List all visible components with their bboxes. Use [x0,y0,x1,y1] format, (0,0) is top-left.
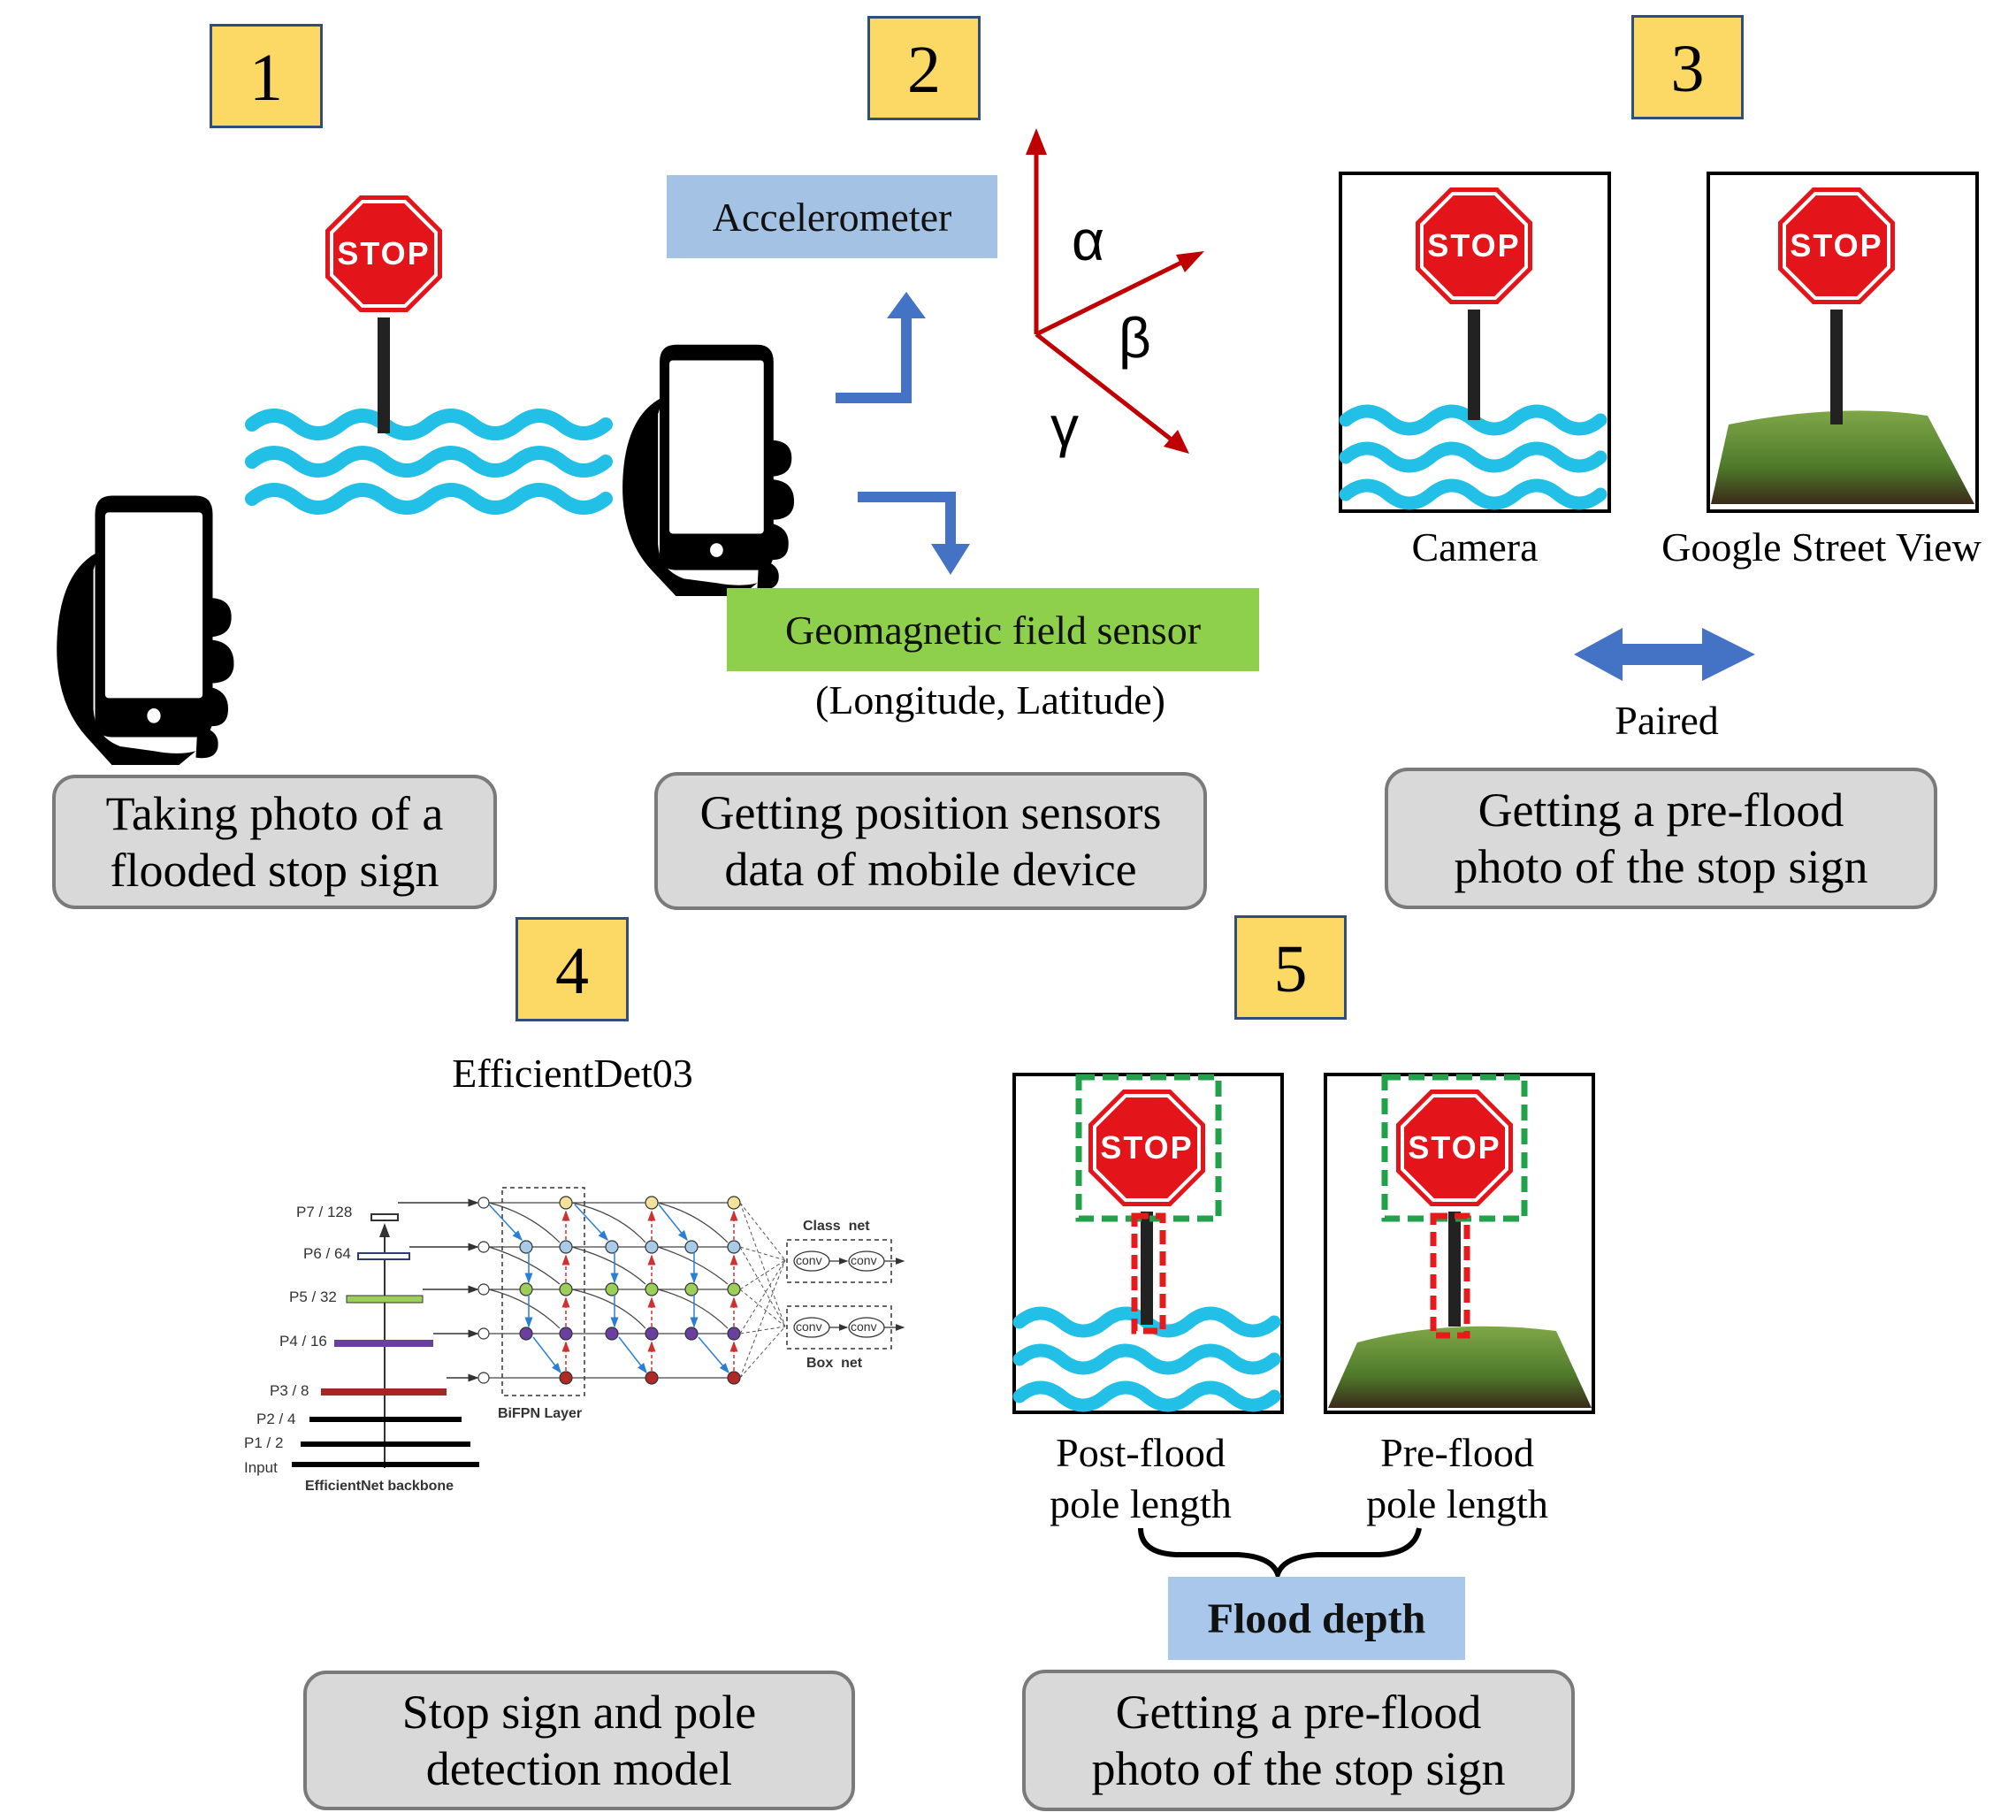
water-waves-icon [1012,1306,1281,1412]
level-label: P1 / 2 [244,1434,284,1451]
conv-label: conv [851,1253,877,1267]
beta-label: β [1119,306,1151,370]
conv-label: conv [851,1319,877,1334]
pole-detection-box [1430,1212,1470,1339]
step-caption-5: Getting a pre-flood photo of the stop si… [1022,1670,1575,1811]
grass-patch-icon [1328,1326,1592,1408]
conv-label: conv [796,1319,822,1334]
step-caption-2: Getting position sensors data of mobile … [654,772,1207,910]
arrow-to-geomagnetic [858,492,956,557]
double-arrow-icon [1574,628,1755,681]
gamma-label: γ [1050,394,1079,458]
step-caption-1: Taking photo of a flooded stop sign [52,775,497,909]
level-label: Input [244,1459,278,1476]
step-number-2: 2 [867,16,981,120]
pre-flood-line: pole length [1366,1481,1548,1526]
street-view-label: Google Street View [1661,524,1982,570]
step-number-1: 1 [210,24,323,128]
step-number-3: 3 [1631,15,1744,119]
caption-line: photo of the stop sign [1454,840,1868,893]
post-flood-line: Post-flood [1056,1430,1226,1475]
model-title: EfficientDet03 [452,1051,693,1096]
arrow-to-accelerometer [836,305,912,403]
caption-line: Getting position sensors [699,786,1162,839]
stop-sign-detection-box [1381,1074,1528,1222]
step-number-5: 5 [1234,915,1347,1020]
axis-arrows-icon [1034,141,1195,448]
level-label: P2 / 4 [256,1411,296,1427]
stop-text: STOP [1408,1129,1501,1166]
pre-flood-line: Pre-flood [1380,1430,1534,1475]
alpha-label: α [1072,209,1104,272]
stop-text: STOP [1790,227,1883,264]
accelerometer-label: Accelerometer [667,175,997,258]
caption-line: Stop sign and pole [401,1686,757,1739]
flood-depth-label: Flood depth [1168,1577,1465,1660]
level-label: P7 / 128 [296,1204,353,1220]
phone-in-hand-icon [57,495,234,765]
post-flood-label: Post-flood pole length [1008,1427,1273,1530]
curly-brace [1138,1527,1422,1583]
caption-line: photo of the stop sign [1091,1742,1506,1795]
caption-line: data of mobile device [724,843,1137,896]
stop-sign-detection-box [1075,1074,1222,1222]
stop-text: STOP [1100,1129,1194,1166]
water-waves-icon [245,409,613,515]
stop-text: STOP [337,235,431,271]
water-waves-icon [1339,404,1607,510]
efficientdet-architecture [292,1187,905,1468]
backbone-label: EfficientNet backbone [305,1479,454,1494]
step-caption-4: Stop sign and pole detection model [303,1671,855,1810]
level-label: P3 / 8 [270,1382,309,1399]
pre-flood-label: Pre-flood pole length [1325,1427,1590,1530]
stop-text: STOP [1427,227,1521,264]
geomagnetic-sensor-label: Geomagnetic field sensor [727,588,1259,671]
grass-patch-icon [1711,410,1974,504]
step-caption-3: Getting a pre-flood photo of the stop si… [1385,768,1937,909]
post-flood-line: pole length [1050,1481,1232,1526]
caption-line: Taking photo of a [105,787,444,840]
caption-line: Getting a pre-flood [1115,1686,1482,1739]
coordinates-label: (Longitude, Latitude) [815,677,1165,723]
level-label: P5 / 32 [289,1289,337,1305]
caption-line: Getting a pre-flood [1478,784,1844,837]
caption-line: flooded stop sign [110,844,439,897]
box-net-label: Box net [806,1356,863,1371]
phone-in-hand-icon [622,344,795,596]
pole-detection-box [1131,1212,1166,1334]
camera-label: Camera [1411,524,1539,570]
conv-label: conv [796,1253,822,1267]
level-label: P4 / 16 [279,1333,327,1350]
step-number-4: 4 [515,917,629,1021]
stop-pole [378,314,390,433]
caption-line: detection model [425,1742,733,1795]
class-net-label: Class net [803,1219,870,1234]
bifpn-label: BiFPN Layer [498,1406,583,1421]
level-label: P6 / 64 [303,1245,351,1262]
paired-label: Paired [1615,698,1719,743]
